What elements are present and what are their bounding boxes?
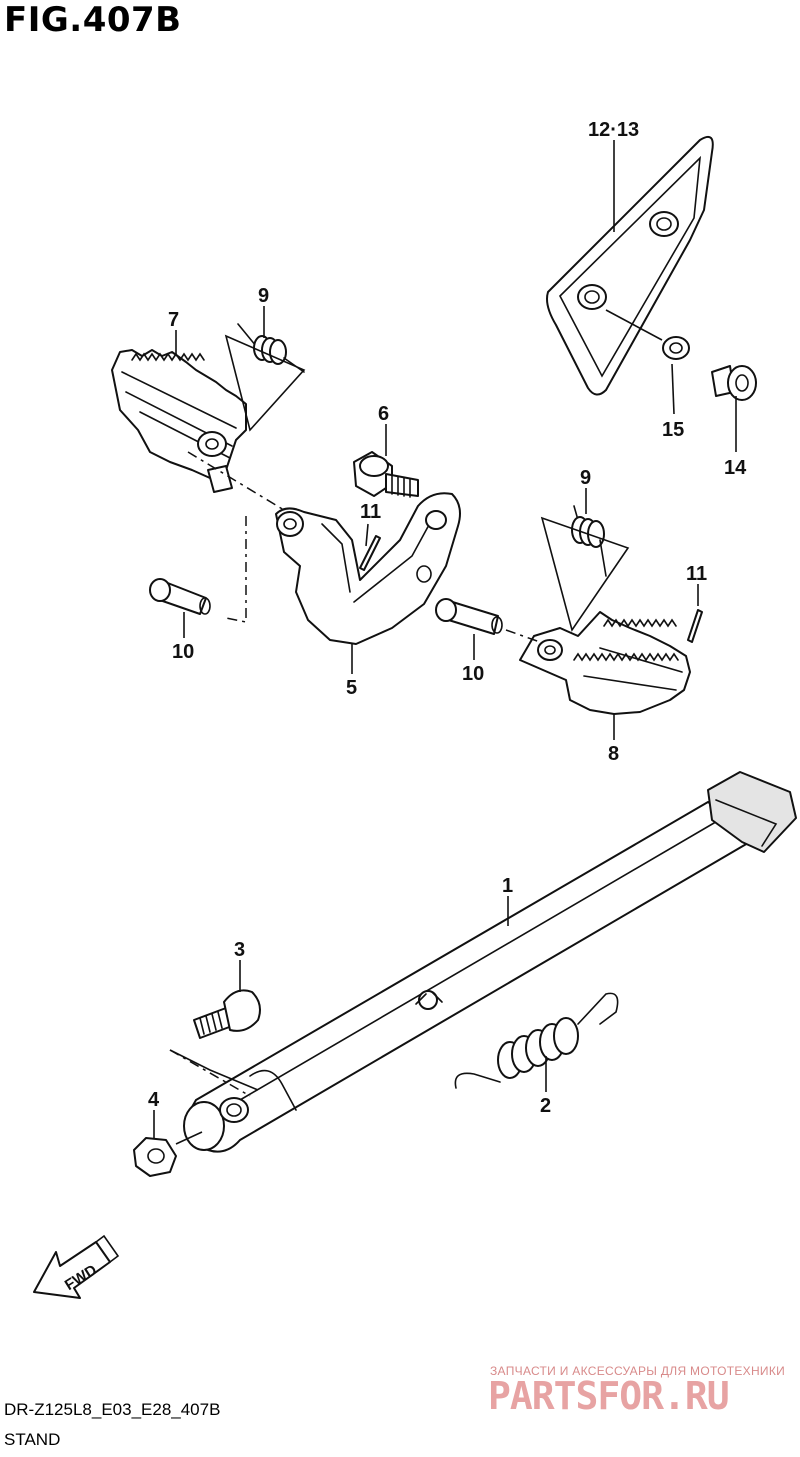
callout-9-left: 9 <box>258 285 269 307</box>
side-stand-1 <box>183 771 797 1153</box>
callout-12-13: 12·13 <box>588 119 639 141</box>
pin-10-right <box>435 598 503 635</box>
callout-5: 5 <box>346 677 357 699</box>
figure-title: FIG.407B <box>4 0 182 40</box>
callout-1: 1 <box>502 875 513 897</box>
diagram-code: DR-Z125L8_E03_E28_407B <box>4 1400 221 1419</box>
callout-14: 14 <box>724 457 747 479</box>
callout-9-right: 9 <box>580 467 591 489</box>
watermark-tagline: ЗАПЧАСТИ И АКСЕССУАРЫ ДЛЯ МОТОТЕХНИКИ <box>490 1364 786 1378</box>
spring-9-right <box>571 505 607 577</box>
spring-9-left <box>237 323 305 373</box>
callout-8: 8 <box>608 743 619 765</box>
callout-11-left: 11 <box>360 501 381 523</box>
callout-10-left: 10 <box>172 641 194 663</box>
callout-4: 4 <box>148 1089 160 1111</box>
callout-15: 15 <box>662 419 684 441</box>
callout-2: 2 <box>540 1095 551 1117</box>
callout-6: 6 <box>378 403 389 425</box>
callout-3: 3 <box>234 939 245 961</box>
bolt-14 <box>711 365 757 401</box>
watermark-logo: PARTSFOR.RU <box>488 1374 730 1418</box>
cotter-pin-11-left <box>359 535 381 571</box>
forward-direction-arrow: FWD <box>33 1234 120 1299</box>
pin-10-left <box>149 578 211 615</box>
callout-7: 7 <box>168 309 179 331</box>
bolt-6 <box>353 451 419 498</box>
diagram-name: STAND <box>4 1430 61 1449</box>
callout-11-right: 11 <box>686 563 707 585</box>
nut-4 <box>133 1137 177 1177</box>
footrest-bracket-5 <box>275 492 461 645</box>
footrest-right-8 <box>519 611 691 715</box>
footrest-left-7 <box>111 349 247 493</box>
callout-10-right: 10 <box>462 663 484 685</box>
bolt-3 <box>193 989 261 1039</box>
side-guard-plate <box>546 136 714 396</box>
cotter-pin-11-right <box>687 609 703 643</box>
spring-2 <box>454 992 619 1089</box>
collar-15 <box>662 336 690 360</box>
